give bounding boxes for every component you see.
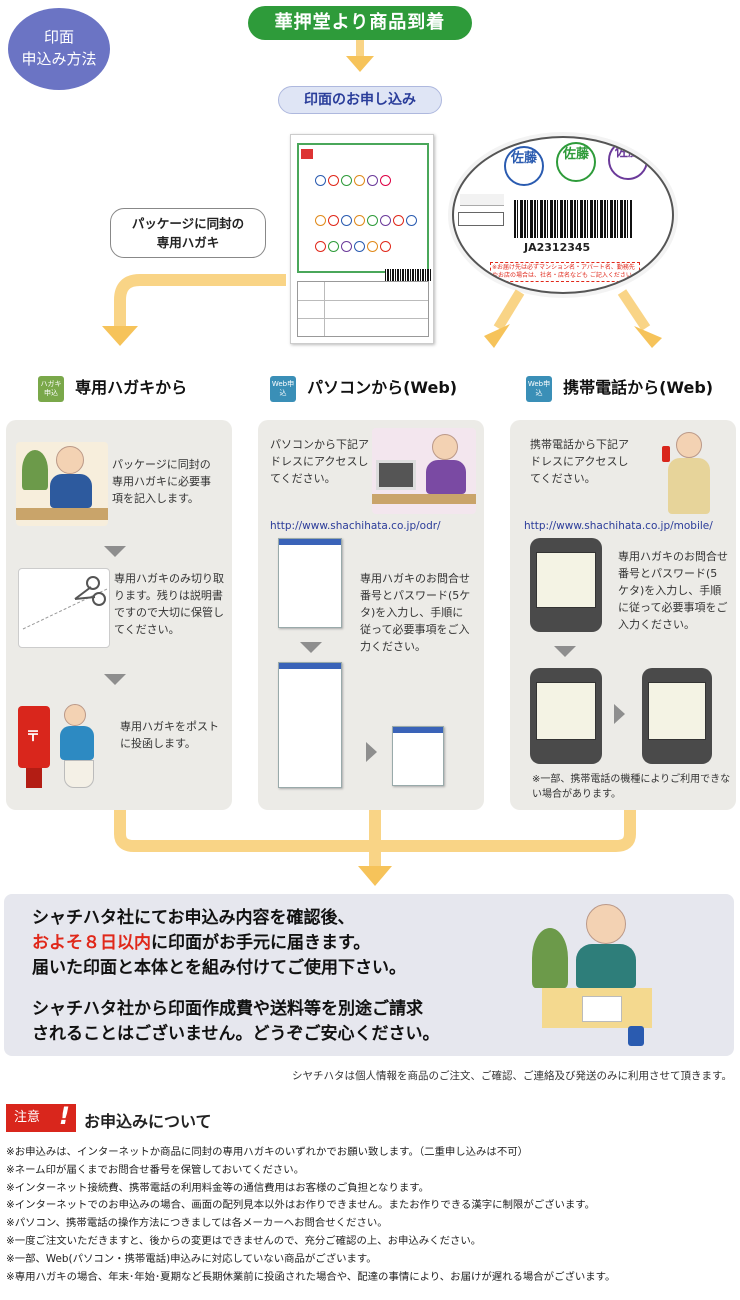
notice-list: ※お申込みは、インターネットか商品に同封の専用ハガキのいずれかでお願い致します。… [6, 1144, 736, 1286]
hagaki-callout: パッケージに同封の 専用ハガキ [110, 208, 266, 258]
notice-item: ※一度ご注文いただきますと、後からの変更はできませんので、充分ご確認の上、お申込… [6, 1233, 736, 1251]
step-arrow-right-icon [614, 704, 625, 724]
phone-screen-3 [642, 668, 712, 764]
hagaki-step3-text: 専用ハガキをポストに投函します。 [120, 718, 224, 752]
privacy-note: シヤチハタは個人情報を商品のご注文、ご確認、ご連絡及び発送のみに利用させて頂きま… [292, 1068, 732, 1083]
hagaki-column-head: ハガキ申込 専用ハガキから [38, 374, 187, 402]
phone-screen-1 [530, 538, 602, 632]
mobile-intro-text: 携帯電話から下記アドレスにアクセスしてください。 [530, 436, 634, 487]
apply-pill: 印面のお申し込み [278, 86, 442, 114]
zoom-arrows [480, 288, 680, 350]
phone-screen-2 [530, 668, 602, 764]
notice-item: ※お申込みは、インターネットか商品に同封の専用ハガキのいずれかでお願い致します。… [6, 1144, 736, 1162]
step-arrow-right-icon [366, 742, 377, 762]
pc-panel: パソコンから下記アドレスにアクセスしてください。 http://www.shac… [258, 420, 484, 810]
arrow-stem-1 [356, 40, 364, 56]
result-highlight: およそ８日以内 [32, 933, 151, 953]
hagaki-title: 専用ハガキから [75, 378, 187, 397]
woman-writing-letter-illustration [532, 900, 652, 1046]
mailbox-illustration: 〒 [14, 698, 110, 792]
exclamation-icon: ! [59, 1102, 70, 1130]
step-arrow-icon [554, 646, 576, 657]
woman-writing-illustration [16, 442, 108, 526]
mobile-url-link[interactable]: http://www.shachihata.co.jp/mobile/ [524, 520, 713, 532]
result-line2: およそ８日以内に印面がお手元に届きます。 [32, 931, 370, 956]
hagaki-step2-text: 専用ハガキのみ切り取ります。残りは説明書ですので大切に保管してください。 [114, 570, 226, 638]
pc-icon: Web申込 [270, 376, 296, 402]
zoom-detail: 佐藤 佐藤 佐藤 JA2312345 ※お届け先は必ずマンション名・アパート名、… [452, 136, 674, 294]
merge-arrows [110, 810, 640, 888]
notice-title: お申込みについて [84, 1108, 212, 1132]
postcard-barcode [385, 269, 431, 281]
notice-badge-text: 注意 [14, 1110, 40, 1125]
woman-with-phone-illustration [660, 428, 722, 518]
seal-row-3 [315, 241, 391, 252]
result-panel: シャチハタ社にてお申込み内容を確認後、 およそ８日以内に印面がお手元に届きます。… [4, 894, 734, 1056]
step-arrow-icon [104, 674, 126, 685]
result-line4: シャチハタ社から印面作成費や送料等を別途ご請求 [32, 997, 423, 1022]
seal-row-1 [315, 175, 391, 186]
notice-item: ※インターネットでのお申込みの場合、画面の配列見本以外はお作りできません。またお… [6, 1197, 736, 1215]
hagaki-icon: ハガキ申込 [38, 376, 64, 402]
zoom-seal-1: 佐藤 [504, 146, 544, 186]
callout-line2: 専用ハガキ [111, 233, 265, 252]
badge-line2: 申込み方法 [8, 48, 110, 70]
mobile-column-head: Web申込 携帯電話から(Web) [526, 374, 713, 402]
notice-item: ※一部、Web(パソコン・携帯電話)申込みに対応していない商品がございます。 [6, 1251, 736, 1269]
barcode-number: JA2312345 [524, 241, 590, 254]
step-arrow-icon [104, 546, 126, 557]
postcard-label-icon [301, 149, 313, 159]
zoom-seal-1-text: 佐藤 [511, 151, 537, 166]
step-arrow-icon [300, 642, 322, 653]
pc-step-text: 専用ハガキのお問合せ番号とパスワード(5ケタ)を入力し、手順に従って必要事項をご… [360, 570, 472, 655]
zoom-seal-2-text: 佐藤 [563, 147, 589, 162]
pc-intro-text: パソコンから下記アドレスにアクセスしてください。 [270, 436, 374, 487]
pc-screen-2 [278, 662, 342, 788]
pc-column-head: Web申込 パソコンから(Web) [270, 374, 457, 402]
mobile-title: 携帯電話から(Web) [563, 378, 713, 397]
postcard-form-area [297, 143, 429, 273]
notice-item: ※ネーム印が届くまでお問合せ番号を保管しておいてください。 [6, 1162, 736, 1180]
section-badge: 印面 申込み方法 [8, 8, 110, 90]
zoom-seal-3-text: 佐藤 [615, 145, 641, 160]
callout-line1: パッケージに同封の [111, 214, 265, 233]
mobile-step-text: 専用ハガキのお問合せ番号とパスワード(5ケタ)を入力し、手順に従って必要事項をご… [618, 548, 728, 633]
mobile-panel: 携帯電話から下記アドレスにアクセスしてください。 http://www.shac… [510, 420, 736, 810]
postcard-address-form [297, 281, 429, 337]
woman-at-computer-illustration [372, 428, 476, 514]
result-line5: されることはございません。どうぞご安心ください。 [32, 1022, 440, 1047]
pc-url-link[interactable]: http://www.shachihata.co.jp/odr/ [270, 520, 441, 532]
pc-title: パソコンから(Web) [307, 378, 457, 397]
notice-item: ※専用ハガキの場合、年末･年始･夏期など長期休業前に投函された場合や、配達の事情… [6, 1269, 736, 1287]
notice-item: ※インターネット接続費、携帯電話の利用料金等の通信費用はお客様のご負担となります… [6, 1180, 736, 1198]
postcard-illustration [290, 134, 434, 344]
zoom-barcode [514, 200, 632, 238]
mobile-note-text: ※一部、携帯電話の機種によりご利用できない場合があります。 [532, 772, 732, 802]
result-line3: 届いた印面と本体とを組み付けてご使用下さい。 [32, 956, 406, 981]
seal-row-2 [315, 215, 417, 226]
left-curve-arrow [100, 260, 300, 350]
scissors-cutting-illustration [18, 568, 110, 648]
zoom-note: ※お届け先は必ずマンション名・アパート名、勤務先やお店の場合は、社名・店名なども… [490, 262, 640, 282]
hagaki-panel: パッケージに同封の専用ハガキに必要事項を記入します。 専用ハガキのみ切り取ります… [6, 420, 232, 810]
arrival-pill: 華押堂より商品到着 [248, 6, 472, 40]
mobile-icon: Web申込 [526, 376, 552, 402]
hagaki-step1-text: パッケージに同封の専用ハガキに必要事項を記入します。 [112, 456, 220, 507]
badge-line1: 印面 [8, 26, 110, 48]
zoom-seal-2: 佐藤 [556, 142, 596, 182]
pc-screen-3 [392, 726, 444, 786]
result-line2-rest: に印面がお手元に届きます。 [151, 933, 370, 953]
notice-item: ※パソコン、携帯電話の操作方法につきましては各メーカーへお問合せください。 [6, 1215, 736, 1233]
notice-badge: 注意 ! [6, 1104, 76, 1132]
down-arrow-icon [346, 56, 374, 72]
result-line1: シャチハタ社にてお申込み内容を確認後、 [32, 906, 355, 931]
zoom-seal-3: 佐藤 [608, 140, 648, 180]
pc-screen-1 [278, 538, 342, 628]
